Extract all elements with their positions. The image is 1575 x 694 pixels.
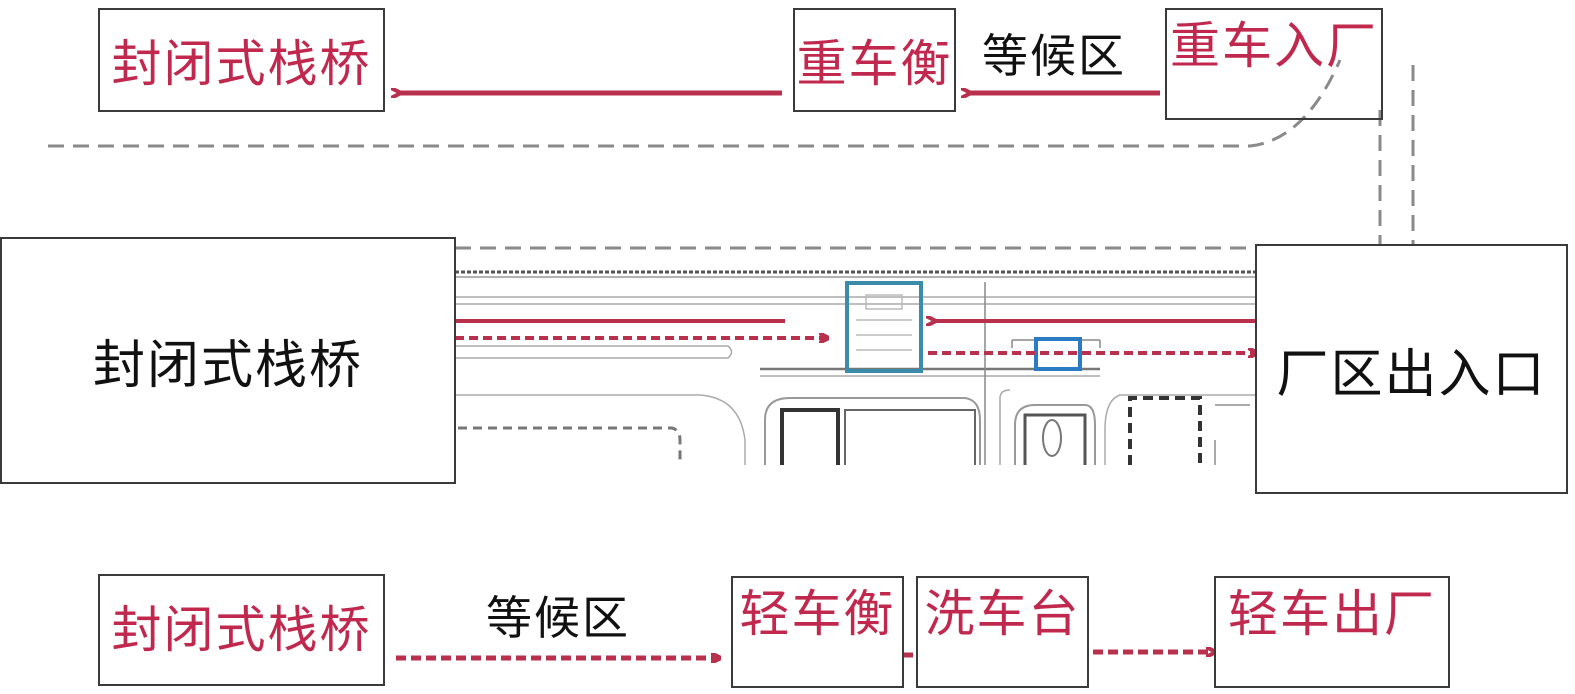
heavy-waiting-label: 等候区 — [982, 29, 1126, 83]
heavy-bridge-label: 封闭式栈桥 — [111, 35, 372, 93]
scale-detail — [856, 294, 912, 351]
light-exit-label: 轻车出厂 — [1228, 585, 1436, 643]
heavy-entry-label: 重车入厂 — [1170, 17, 1378, 75]
top-dashed-road — [48, 59, 1342, 148]
light-waiting-label: 等候区 — [486, 591, 630, 645]
wash-box: 洗车台 — [916, 576, 1089, 688]
middle-bridge-box: 封闭式栈桥 — [0, 237, 456, 484]
wash-label: 洗车台 — [924, 585, 1081, 643]
light-scale-label: 轻车衡 — [739, 585, 896, 643]
site-plan — [455, 270, 1255, 465]
light-scale-box: 轻车衡 — [731, 576, 904, 688]
heavy-scale-box: 重车衡 — [793, 8, 956, 112]
middle-bridge-label: 封闭式栈桥 — [92, 336, 363, 396]
gate-label: 厂区出入口 — [1276, 344, 1547, 405]
gate-box: 厂区出入口 — [1255, 244, 1568, 494]
heavy-entry-box: 重车入厂 — [1165, 8, 1383, 120]
light-exit-box: 轻车出厂 — [1214, 576, 1450, 688]
wash-frame — [1034, 337, 1082, 371]
light-bridge-box: 封闭式栈桥 — [98, 574, 385, 686]
heavy-scale-label: 重车衡 — [796, 35, 953, 93]
heavy-scale-frame — [845, 281, 923, 373]
light-bridge-label: 封闭式栈桥 — [111, 601, 372, 659]
heavy-bridge-box: 封闭式栈桥 — [98, 8, 385, 112]
